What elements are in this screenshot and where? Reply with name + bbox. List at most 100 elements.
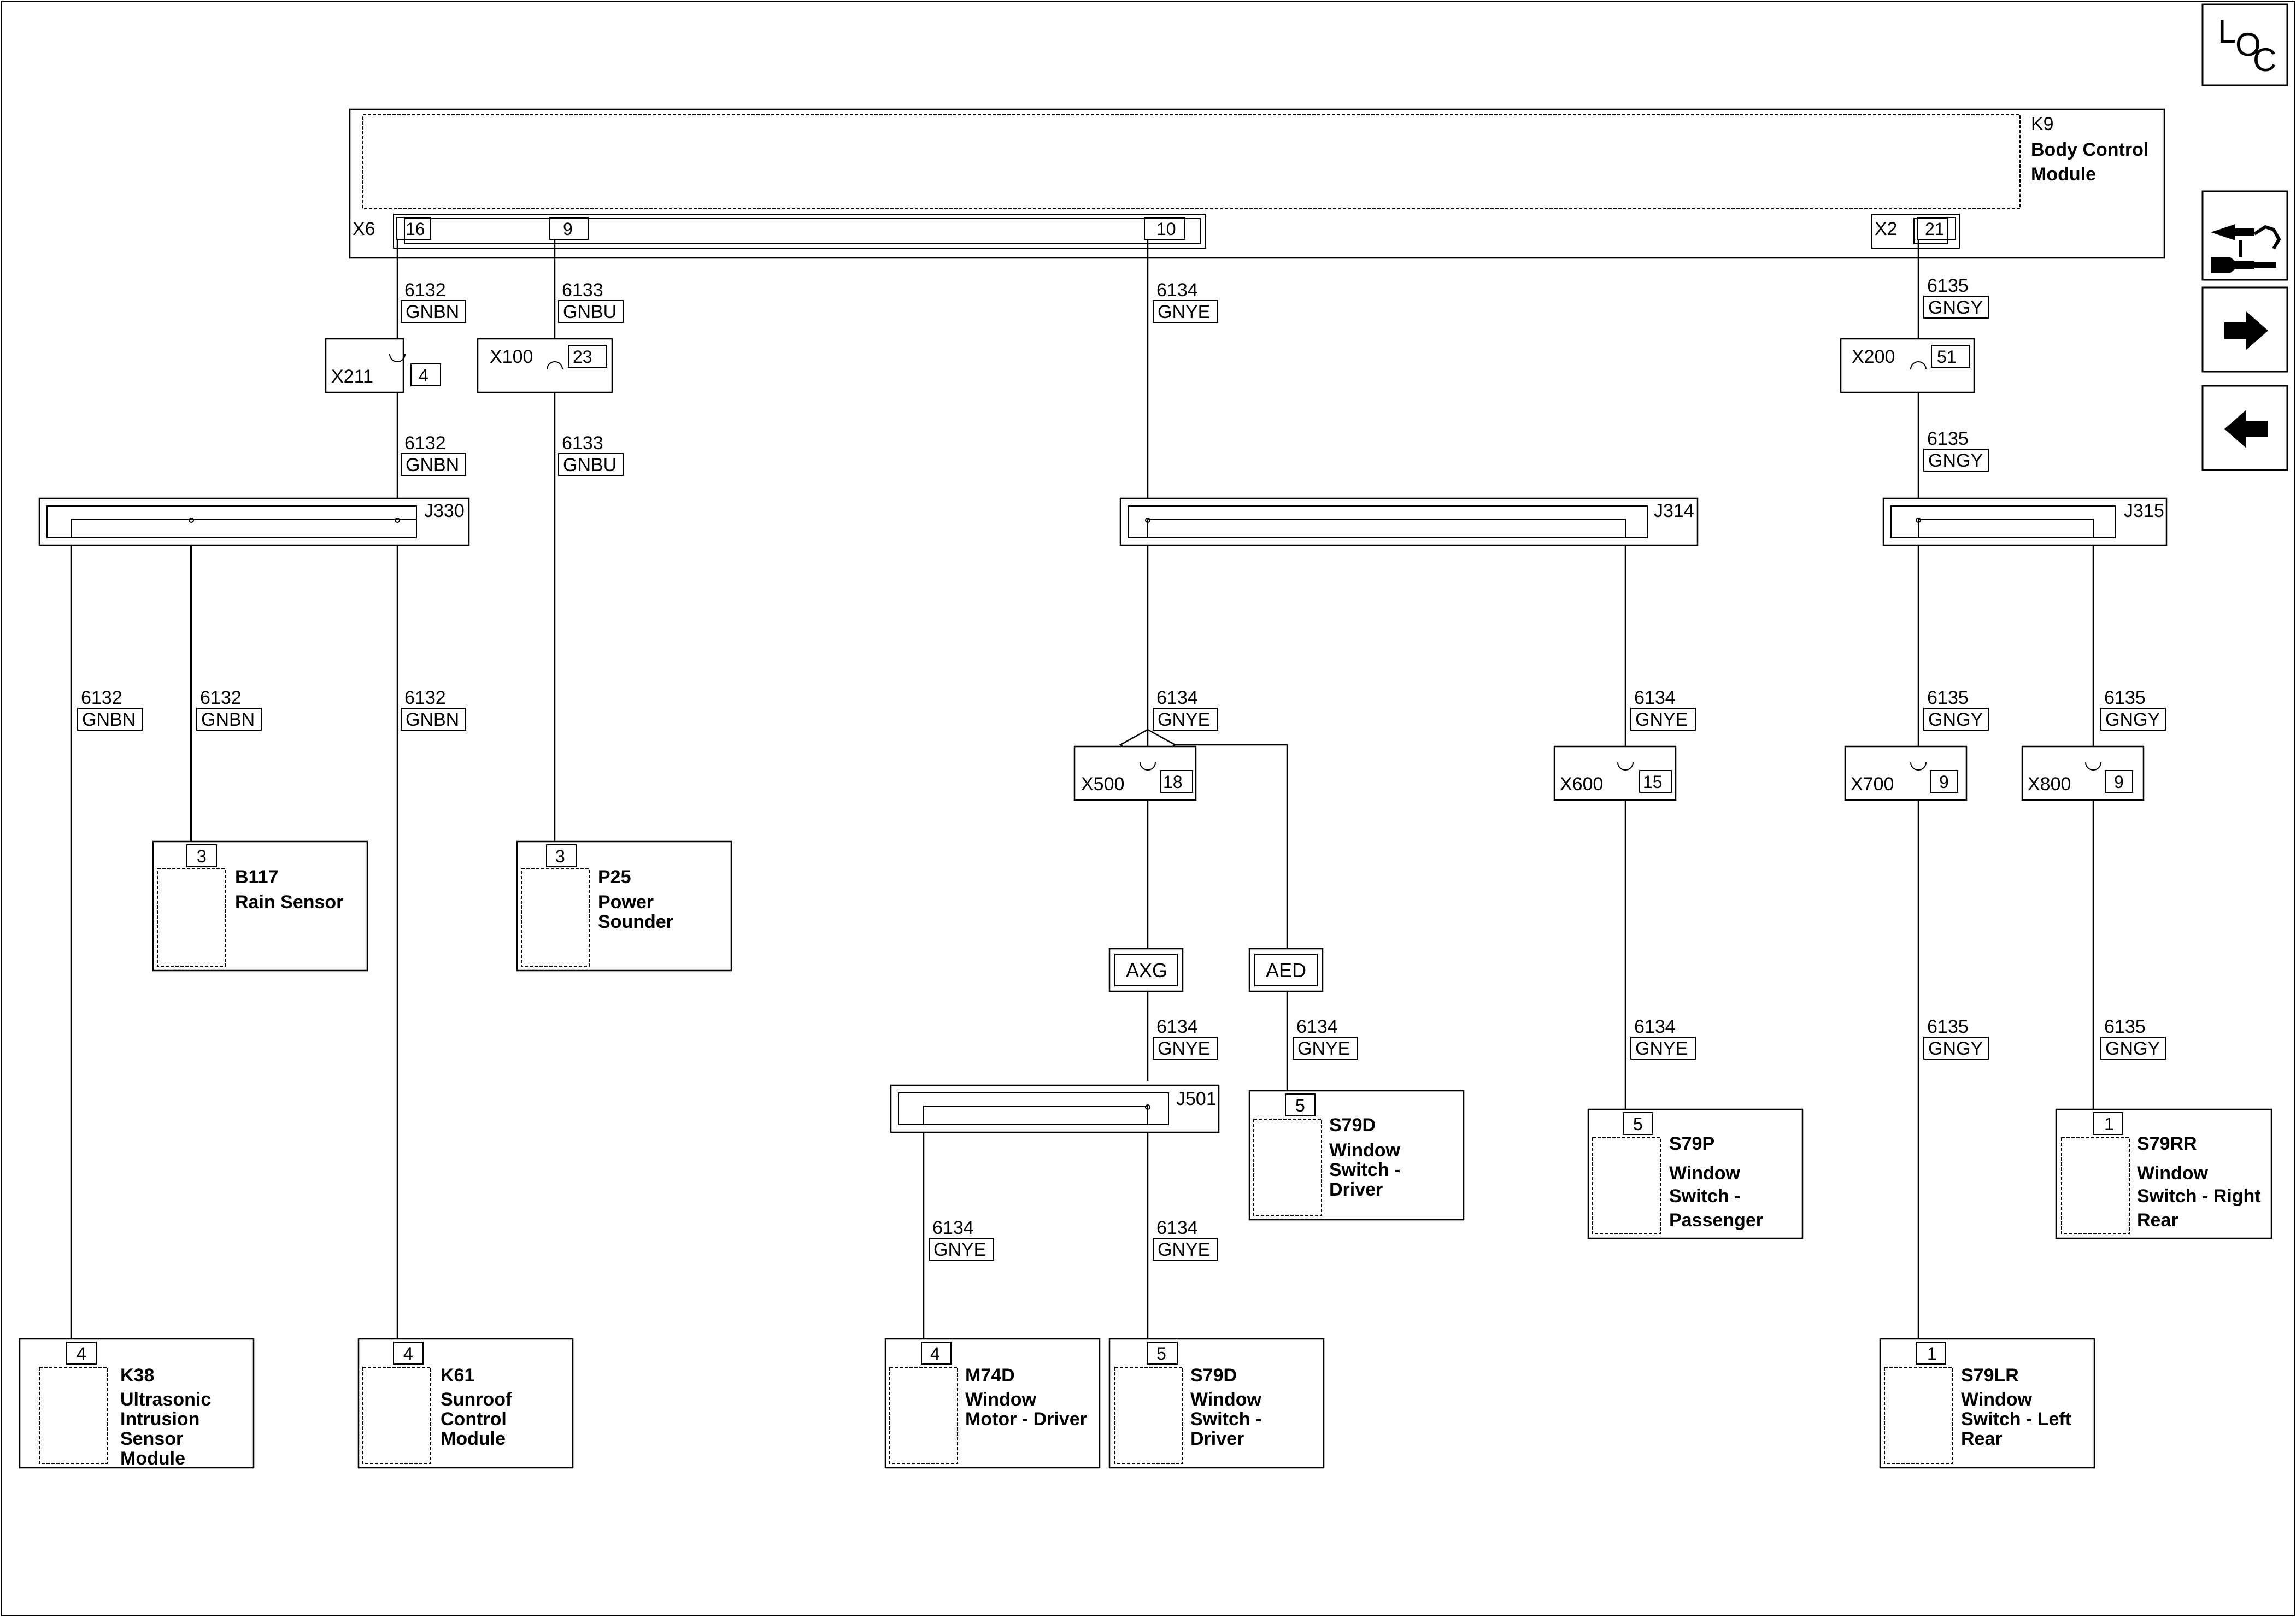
harness-diagnostics-button[interactable] <box>2201 190 2288 281</box>
inline-connector-x211: X211 4 <box>325 338 441 393</box>
diagram-label: Ultrasonic <box>120 1389 211 1410</box>
component-k38: 4 K38 Ultrasonic Intrusion Sensor Module <box>19 1338 255 1469</box>
diagram-label: Driver <box>1329 1179 1383 1200</box>
diagram-label: 3 <box>555 846 565 866</box>
diagram-label: B117 <box>235 867 278 887</box>
diagram-label: P25 <box>598 867 631 887</box>
diagram-label: C <box>2253 42 2276 78</box>
connector-x2: X2 <box>1875 219 1898 239</box>
diagram-label: 9 <box>2114 772 2124 792</box>
component-k61: 4 K61 Sunroof Control Module <box>357 1338 574 1469</box>
diagram-label: 4 <box>930 1344 940 1363</box>
diagram-label: Rear <box>1961 1428 2003 1449</box>
diagram-label: 6134 <box>932 1218 974 1238</box>
diagram-label: 6134 <box>1634 687 1676 708</box>
pin-10: 10 <box>1156 219 1176 239</box>
diagram-label: Sunroof <box>441 1389 512 1410</box>
loc-button[interactable]: L O C <box>2201 3 2288 86</box>
diagram-label: 6133 <box>562 433 603 454</box>
diagram-label: Window <box>1669 1163 1741 1184</box>
diagram-label: 6134 <box>1634 1016 1676 1037</box>
diagram-label: GNGY <box>2105 709 2160 730</box>
component-id: K9 <box>2031 114 2054 134</box>
harness-wrench-icon <box>2211 224 2281 273</box>
next-page-button[interactable] <box>2201 286 2288 373</box>
diagram-label: Switch - <box>1669 1186 1740 1207</box>
component-s79lr: 1 S79LR Window Switch - Left Rear <box>1879 1338 2095 1469</box>
diagram-label: AED <box>1266 959 1306 981</box>
inline-connector-x500: X500 18 <box>1073 745 1197 801</box>
diagram-label: GNBU <box>563 302 616 322</box>
diagram-label: 6132 <box>81 687 122 708</box>
component-b117: 3 B117 Rain Sensor <box>152 840 368 972</box>
diagram-label: K61 <box>441 1365 474 1386</box>
diagram-label: GNGY <box>1928 450 1983 471</box>
diagram-label: 51 <box>1937 347 1957 367</box>
diagram-label: GNYE <box>1297 1038 1350 1059</box>
component-p25: 3 P25 Power Sounder <box>516 840 732 972</box>
diagram-label: Switch - Left <box>1961 1409 2071 1430</box>
diagram-label: GNYE <box>1158 1038 1210 1059</box>
diagram-label: GNYE <box>1158 709 1210 730</box>
diagram-label: GNGY <box>1928 297 1983 318</box>
inline-connector-x100: X100 23 <box>477 338 613 393</box>
diagram-label: S79LR <box>1961 1365 2019 1386</box>
diagram-label: 6135 <box>1927 1016 1969 1037</box>
diagram-label: Switch - Right <box>2137 1186 2261 1207</box>
diagram-label: S79RR <box>2137 1133 2197 1154</box>
arrow-left-icon <box>2224 410 2268 448</box>
diagram-label: GNBN <box>406 302 459 322</box>
diagram-label: K38 <box>120 1365 154 1386</box>
diagram-label: Rain Sensor <box>235 892 343 913</box>
previous-page-button[interactable] <box>2201 385 2288 471</box>
diagram-label: Window <box>1961 1389 2033 1410</box>
diagram-label: GNBN <box>406 455 459 475</box>
diagram-label: Passenger <box>1669 1210 1763 1231</box>
diagram-label: 5 <box>1156 1344 1166 1363</box>
diagram-label: 4 <box>419 366 428 385</box>
diagram-label: Power <box>598 892 654 913</box>
diagram-label: X700 <box>1851 774 1894 795</box>
component-s79p: 5 S79P Window Switch - Passenger <box>1587 1108 1804 1239</box>
diagram-label: Module <box>120 1448 185 1469</box>
inline-connector-x600: X600 15 <box>1553 745 1677 801</box>
inline-connector-x200: X200 51 <box>1840 338 1975 393</box>
diagram-label: Control <box>441 1409 507 1430</box>
diagram-label: L <box>2218 13 2236 50</box>
diagram-label: 4 <box>403 1344 413 1363</box>
arrow-right-icon <box>2224 311 2268 350</box>
diagram-label: Window <box>1190 1389 1262 1410</box>
diagram-label: Switch - <box>1190 1409 1261 1430</box>
diagram-label: 6134 <box>1156 1218 1198 1238</box>
diagram-label: 6134 <box>1296 1016 1338 1037</box>
splice-j314: J314 <box>1119 497 1699 546</box>
component-name-line1: Body Control <box>2031 139 2148 160</box>
wiring <box>70 239 2094 1344</box>
diagram-label: 5 <box>1295 1096 1305 1115</box>
diagram-label: GNBN <box>82 709 136 730</box>
diagram-label: GNBN <box>406 709 459 730</box>
diagram-label: 1 <box>2104 1114 2114 1134</box>
diagram-label: Switch - <box>1329 1160 1400 1180</box>
diagram-label: X200 <box>1852 346 1895 367</box>
diagram-label: 6132 <box>404 280 446 301</box>
diagram-label: O <box>2235 26 2261 63</box>
diagram-label: Module <box>441 1428 506 1449</box>
diagram-label: 6134 <box>1156 1016 1198 1037</box>
diagram-label: 9 <box>1939 772 1949 792</box>
diagram-label: J501 <box>1176 1089 1217 1109</box>
pin-9: 9 <box>563 219 573 239</box>
inline-connector-x800: X800 9 <box>2021 745 2145 801</box>
connector-x6: X6 <box>353 219 375 239</box>
diagram-label: 1 <box>1927 1344 1937 1363</box>
diagram-label: 6135 <box>1927 687 1969 708</box>
diagram-label: Sensor <box>120 1428 183 1449</box>
diagram-label: 3 <box>197 846 207 866</box>
diagram-label: Window <box>2137 1163 2209 1184</box>
diagram-label: GNYE <box>1158 1239 1210 1260</box>
diagram-label: Driver <box>1190 1428 1244 1449</box>
diagram-label: Rear <box>2137 1210 2178 1231</box>
diagram-label: 6133 <box>562 280 603 301</box>
component-name-line2: Module <box>2031 164 2096 185</box>
